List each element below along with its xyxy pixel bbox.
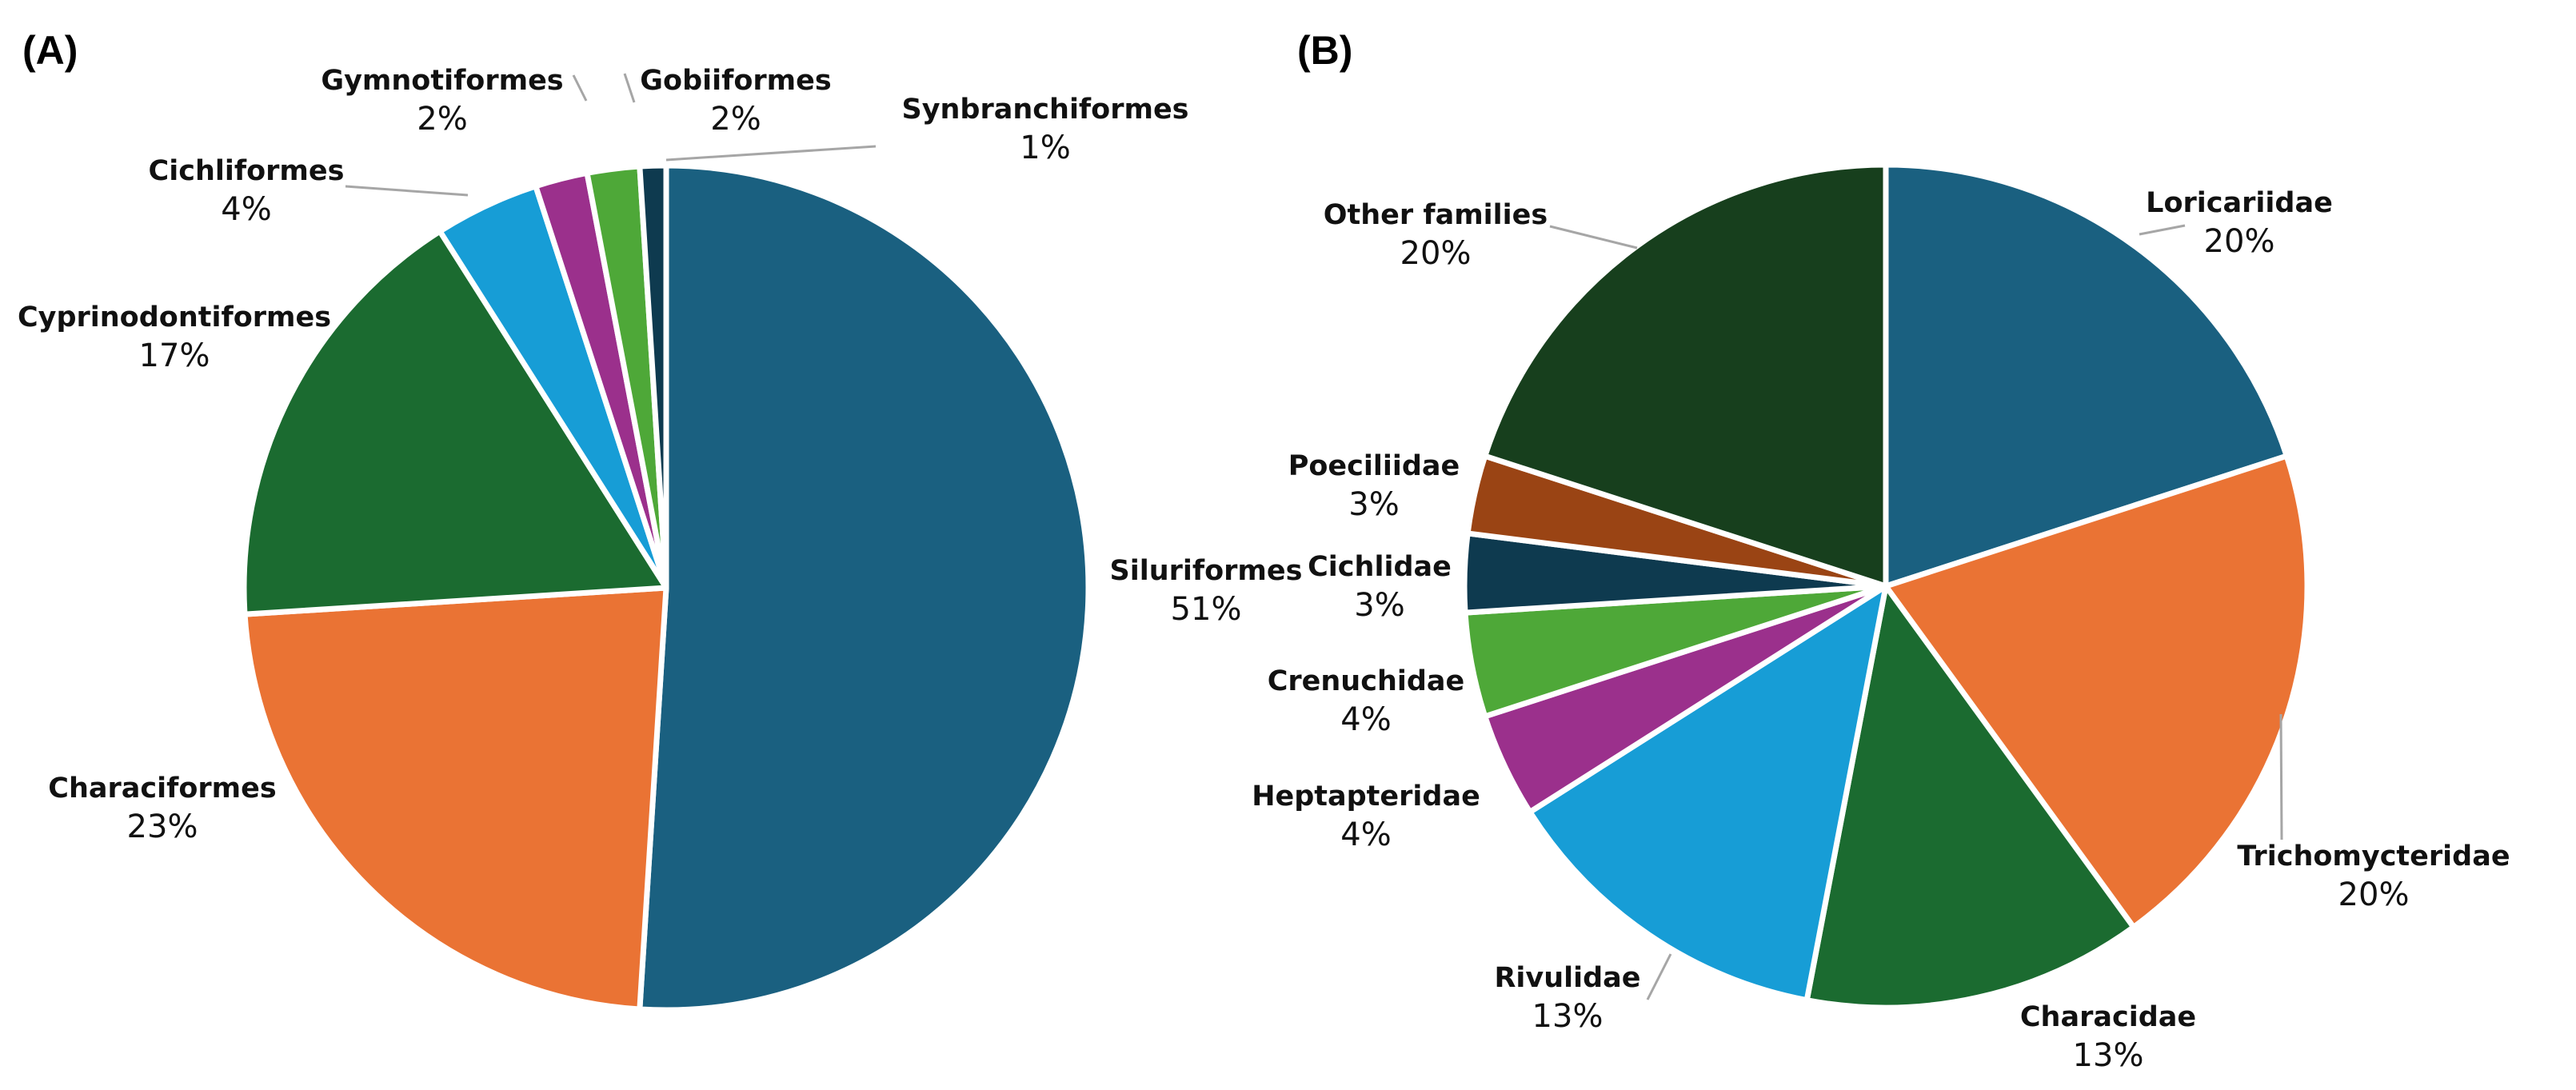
leader-line-cichliformes bbox=[345, 185, 469, 197]
pie-slice-siluriformes bbox=[637, 162, 1092, 1013]
slice-label-cichlidae: Cichlidae bbox=[1308, 551, 1452, 583]
slice-percent-gobiiformes: 2% bbox=[710, 101, 761, 138]
slice-label-crenuchidae: Crenuchidae bbox=[1268, 665, 1465, 697]
pie-chart-families: Loricariidae 20% Trichomycteridae 20% Charac… bbox=[1252, 162, 2510, 1074]
leader-line-rivulidae bbox=[1646, 953, 1672, 1000]
slice-percent-heptapteridae: 4% bbox=[1340, 817, 1391, 853]
slice-percent-siluriformes: 51% bbox=[1171, 591, 1242, 628]
slice-label-heptapteridae: Heptapteridae bbox=[1252, 781, 1480, 813]
slice-percent-synbranchiformes: 1% bbox=[1020, 130, 1070, 166]
slice-label-loricariidae: Loricariidae bbox=[2146, 187, 2333, 219]
slice-label-cichliformes: Cichliformes bbox=[149, 155, 345, 187]
pie-slice-loricariidae bbox=[1883, 162, 2290, 589]
slice-percent-trichomycteridae: 20% bbox=[2338, 876, 2410, 913]
slice-percent-cyprinodontiformes: 17% bbox=[139, 337, 210, 374]
slice-percent-rivulidae: 13% bbox=[1532, 998, 1604, 1035]
slice-percent-characidae: 13% bbox=[2073, 1037, 2144, 1074]
pie-chart-orders: Siluriformes 51% Characiformes 23% Cyprinodo… bbox=[18, 65, 1303, 1013]
slice-label-characidae: Characidae bbox=[2020, 1001, 2196, 1033]
panel-b-label: (B) bbox=[1297, 28, 1352, 73]
leader-line-synbranchiformes bbox=[665, 145, 877, 162]
slice-label-gobiiformes: Gobiiformes bbox=[640, 65, 831, 97]
slice-label-characiformes: Characiformes bbox=[48, 773, 276, 805]
slice-label-other-families: Other families bbox=[1324, 199, 1548, 231]
slice-label-poeciliidae: Poeciliidae bbox=[1288, 450, 1460, 482]
pie-slice-cyprinodontiformes bbox=[241, 228, 669, 617]
pie-slice-rivulidae bbox=[1527, 583, 1889, 1004]
slice-label-siluriformes: Siluriformes bbox=[1110, 555, 1303, 587]
slice-percent-gymnotiformes: 2% bbox=[417, 101, 467, 138]
slice-percent-crenuchidae: 4% bbox=[1340, 701, 1391, 738]
pie-slice-trichomycteridae bbox=[1883, 453, 2310, 930]
leader-line-gymnotiformes bbox=[572, 74, 588, 102]
panel-a-label: (A) bbox=[22, 28, 78, 73]
leader-line-other-families bbox=[1549, 225, 1638, 250]
leader-line-trichomycteridae bbox=[2279, 713, 2283, 840]
slice-percent-loricariidae: 20% bbox=[2204, 223, 2275, 260]
slice-percent-cichliformes: 4% bbox=[221, 191, 271, 228]
pie-slice-other-families bbox=[1482, 162, 1889, 589]
leader-line-loricariidae bbox=[2139, 224, 2186, 236]
pie-slice-synbranchiformes bbox=[637, 162, 669, 591]
slice-label-gymnotiformes: Gymnotiformes bbox=[321, 65, 563, 97]
slice-label-rivulidae: Rivulidae bbox=[1494, 962, 1640, 994]
slice-percent-poeciliidae: 3% bbox=[1348, 486, 1399, 523]
slice-percent-characiformes: 23% bbox=[127, 809, 198, 845]
slice-percent-other-families: 20% bbox=[1400, 235, 1472, 272]
slice-label-cyprinodontiformes: Cyprinodontiformes bbox=[18, 301, 331, 333]
pie-slice-characiformes bbox=[242, 585, 669, 1012]
slice-label-synbranchiformes: Synbranchiformes bbox=[901, 94, 1188, 126]
slice-label-trichomycteridae: Trichomycteridae bbox=[2237, 840, 2510, 872]
slice-percent-cichlidae: 3% bbox=[1354, 587, 1404, 624]
leader-line-gobiiformes bbox=[623, 73, 636, 103]
pie-slice-characidae bbox=[1803, 583, 2137, 1011]
